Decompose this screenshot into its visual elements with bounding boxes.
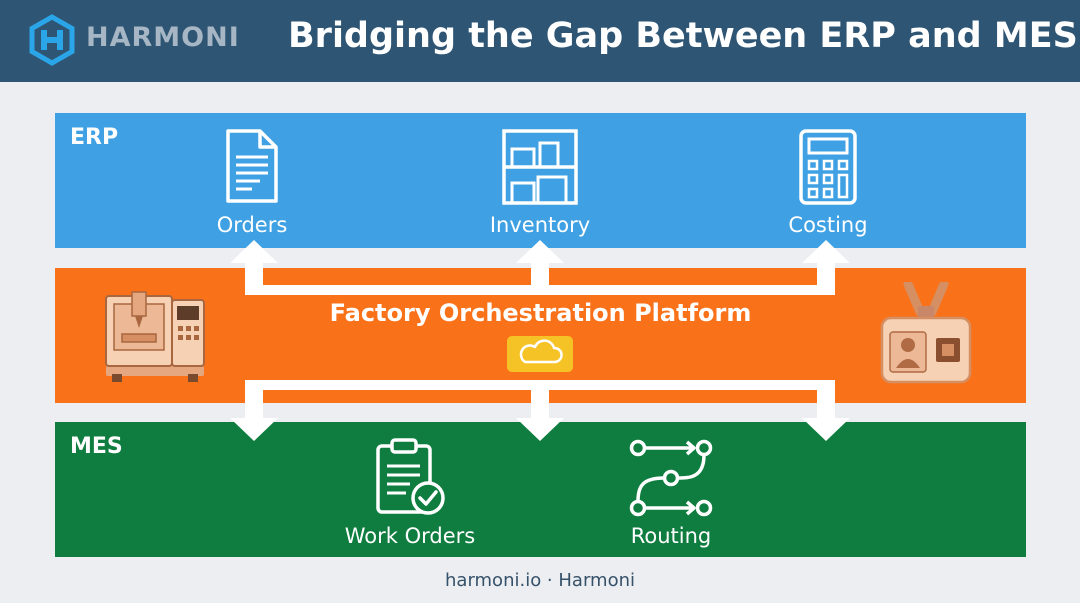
- brand-name: HARMONI: [86, 22, 240, 53]
- header-bar: HARMONI Bridging the Gap Between ERP and…: [0, 0, 1080, 82]
- erp-item-inventory-label: Inventory: [489, 213, 591, 237]
- cloud-icon: [507, 336, 573, 372]
- mes-item-routing-label: Routing: [630, 524, 712, 548]
- erp-item-orders: Orders: [167, 127, 337, 237]
- warehouse-shelf-icon: [502, 129, 578, 205]
- erp-item-orders-label: Orders: [216, 213, 288, 237]
- mes-label: MES: [70, 434, 123, 459]
- erp-band: ERP Orders Inventory: [55, 113, 1026, 248]
- routing-icon: [629, 439, 713, 517]
- calculator-icon: [799, 129, 857, 205]
- page-title: Bridging the Gap Between ERP and MES: [288, 16, 1078, 56]
- footer-text[interactable]: harmoni.io · Harmoni: [445, 570, 635, 591]
- erp-label: ERP: [70, 125, 119, 150]
- document-icon: [226, 129, 278, 203]
- erp-item-costing-label: Costing: [788, 213, 868, 237]
- employee-badge-icon: [880, 282, 972, 384]
- mes-item-work-orders-label: Work Orders: [344, 524, 476, 548]
- mes-item-routing: Routing: [586, 438, 756, 548]
- platform-title: Factory Orchestration Platform: [329, 299, 752, 327]
- platform-band: Factory Orchestration Platform: [55, 268, 1026, 403]
- mes-item-work-orders: Work Orders: [325, 438, 495, 548]
- erp-item-costing: Costing: [743, 127, 913, 237]
- harmoni-logo-icon: [29, 14, 75, 66]
- cnc-machine-icon: [105, 291, 205, 382]
- mes-band: MES Work Orders Routing: [55, 422, 1026, 557]
- erp-item-inventory: Inventory: [455, 127, 625, 237]
- clipboard-check-icon: [376, 438, 445, 515]
